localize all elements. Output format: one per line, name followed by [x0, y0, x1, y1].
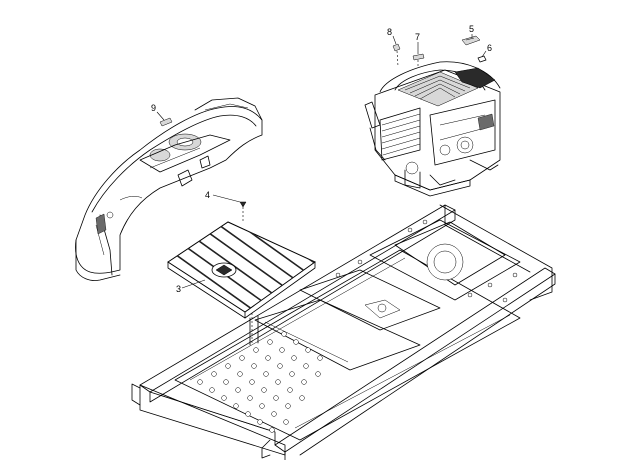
- callout-5: 5: [469, 24, 474, 34]
- decal-8: [392, 43, 401, 52]
- callout-9: 9: [151, 103, 156, 113]
- bolt-4: [239, 201, 247, 208]
- callout-7: 7: [415, 32, 420, 42]
- deck-perforations: [197, 331, 323, 433]
- frame-chassis: [131, 204, 556, 460]
- callout-8: 8: [387, 27, 392, 37]
- callout-6: 6: [487, 43, 492, 53]
- leader-lines: [156, 34, 487, 345]
- decal-5: [461, 35, 481, 46]
- decal-7: [412, 53, 425, 61]
- decal-9: [159, 117, 173, 127]
- engine: [364, 61, 501, 197]
- callout-4: 4: [205, 190, 210, 200]
- callout-3: 3: [176, 284, 181, 294]
- fender-panel: [75, 97, 263, 281]
